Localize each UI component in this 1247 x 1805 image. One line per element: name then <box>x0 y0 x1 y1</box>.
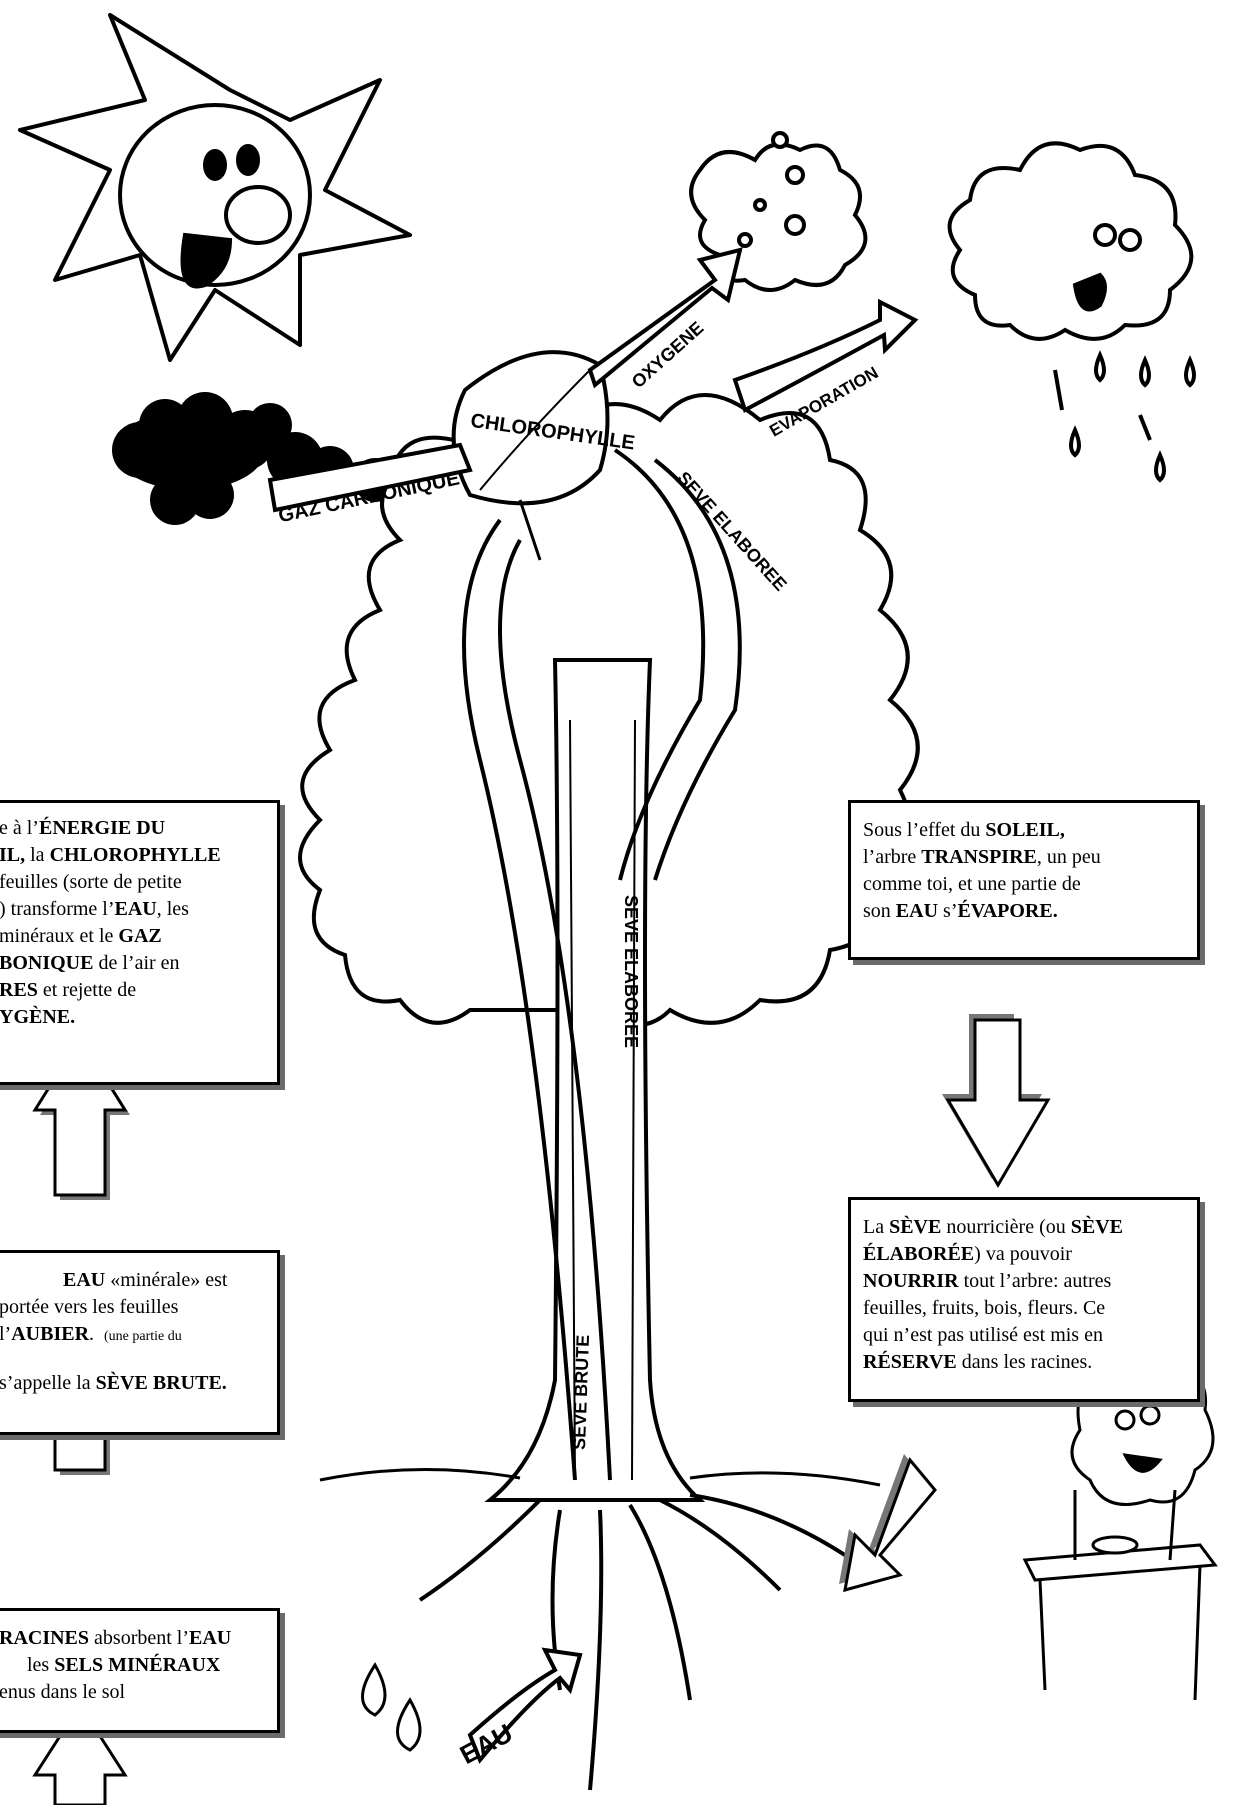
transp-line3: comme toi, et une partie de <box>863 871 1185 898</box>
elab-line6b: dans les racines. <box>957 1351 1093 1373</box>
brute-line3a: l’ <box>0 1323 11 1345</box>
elab-line5: qui n’est pas utilisé est mis en <box>863 1322 1185 1349</box>
racines-racines: RACINES <box>0 1627 89 1649</box>
transp-eau: EAU <box>896 900 938 922</box>
rain-cloud-character <box>950 143 1194 480</box>
racines-sels-mineraux: SELS MINÉRAUX <box>54 1654 220 1676</box>
transp-line2c: , un peu <box>1037 846 1101 868</box>
seve-elaboree-textbox: La SÈVE nourricière (ou SÈVE ÉLABORÉE) v… <box>848 1197 1200 1402</box>
photo-carbonique: BONIQUE <box>0 952 93 974</box>
elab-line3b: tout l’arbre: autres <box>959 1270 1112 1292</box>
photo-line7b: et rejette de <box>38 979 136 1001</box>
sun-character <box>20 15 410 360</box>
elab-elaboree: ÉLABORÉE <box>863 1243 974 1265</box>
photo-sucres: RES <box>0 979 38 1001</box>
transp-line4c: s’ <box>938 900 957 922</box>
photo-line4c: , les <box>157 898 189 920</box>
racines-textbox: RACINES absorbent l’EAU les SELS MINÉRAU… <box>0 1608 280 1733</box>
elab-line1c: nourricière (ou <box>941 1216 1070 1238</box>
transp-line1a: Sous l’effet du <box>863 819 985 841</box>
photo-energie-du: ÉNERGIE DU <box>39 817 165 839</box>
elab-reserve: RÉSERVE <box>863 1351 957 1373</box>
elab-seve: SÈVE <box>889 1216 941 1238</box>
transpiration-textbox: Sous l’effet du SOLEIL, l’arbre TRANSPIR… <box>848 800 1200 960</box>
transp-line4a: son <box>863 900 896 922</box>
brute-line2: portée vers les feuilles <box>0 1294 263 1321</box>
photo-oxygene: YGÈNE. <box>0 1006 75 1028</box>
racines-line1b: absorbent l’ <box>89 1627 189 1649</box>
racines-line2a: les <box>27 1654 54 1676</box>
label-seve-brute: SEVE BRUTE <box>569 1334 593 1450</box>
elab-line4: feuilles, fruits, bois, fleurs. Ce <box>863 1295 1185 1322</box>
brute-line4a: s’appelle la <box>0 1372 96 1394</box>
elab-line2b: ) va pouvoir <box>974 1243 1072 1265</box>
brute-eau: EAU <box>63 1269 105 1291</box>
photo-soleil-fragment: IL, <box>0 844 25 866</box>
photo-line6b: de l’air en <box>93 952 179 974</box>
racines-eau: EAU <box>189 1627 231 1649</box>
racines-line3: enus dans le sol <box>0 1679 263 1706</box>
elab-nourrir: NOURRIR <box>863 1270 959 1292</box>
water-drop-characters <box>363 1665 421 1750</box>
seve-brute-textbox: EAU «minérale» est portée vers les feuil… <box>0 1250 280 1435</box>
photo-eau: EAU <box>115 898 157 920</box>
photo-line4a: ) transforme l’ <box>0 898 115 920</box>
photo-la: la <box>25 844 49 866</box>
elab-seve-2: SÈVE <box>1071 1216 1123 1238</box>
label-seve-elaboree-trunk: SEVE ELABOREE <box>621 895 641 1048</box>
photo-gaz: GAZ <box>118 925 161 947</box>
photo-line1-text: e à l’ <box>0 817 39 839</box>
photo-chlorophylle: CHLOROPHYLLE <box>50 844 221 866</box>
transp-soleil: SOLEIL, <box>985 819 1064 841</box>
brute-line3d: (une partie du <box>104 1329 182 1344</box>
photosynthesis-textbox: e à l’ÉNERGIE DU IL, la CHLOROPHYLLE feu… <box>0 800 280 1085</box>
transp-line2a: l’arbre <box>863 846 921 868</box>
brute-line1b: «minérale» est <box>105 1269 227 1291</box>
brute-aubier: AUBIER <box>11 1323 89 1345</box>
transp-evapore: ÉVAPORE. <box>957 900 1057 922</box>
brute-seve-brute: SÈVE BRUTE. <box>96 1372 227 1394</box>
photo-line5a: minéraux et le <box>0 925 118 947</box>
label-oxygene: OXYGENE <box>628 318 708 392</box>
transp-transpire: TRANSPIRE <box>921 846 1037 868</box>
elab-line1a: La <box>863 1216 889 1238</box>
photo-line3: feuilles (sorte de petite <box>0 869 263 896</box>
brute-line3c: . <box>89 1323 94 1345</box>
eating-character <box>1025 1357 1215 1700</box>
